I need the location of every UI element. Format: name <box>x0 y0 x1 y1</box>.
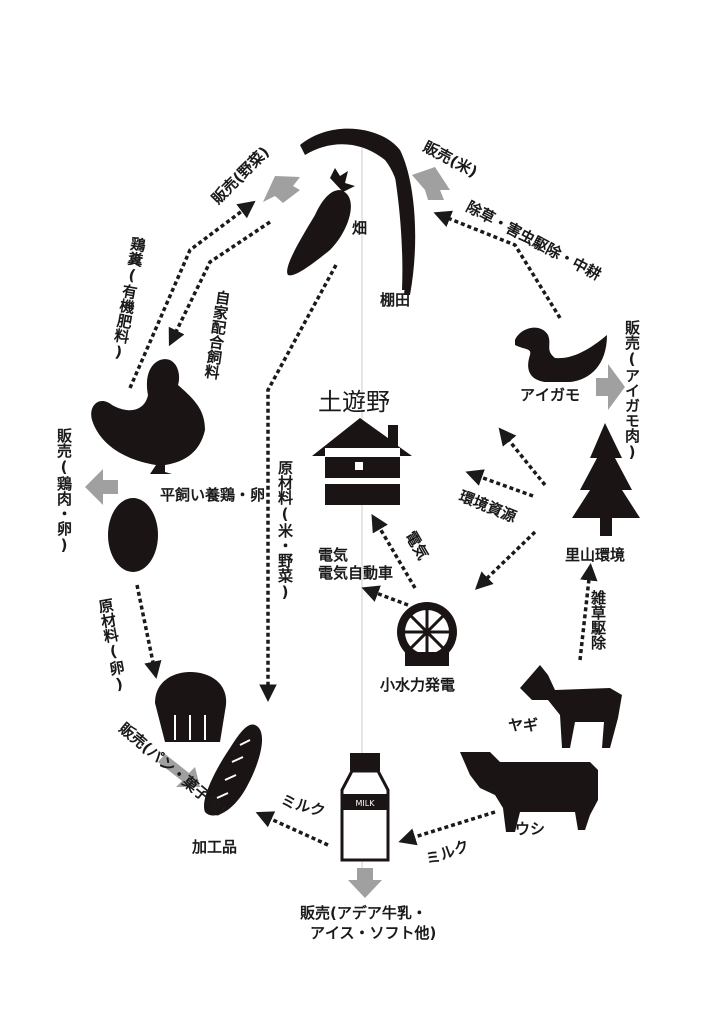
cow-icon <box>460 752 598 832</box>
label-cow: ウシ <box>515 820 545 838</box>
raw-egg-arrow <box>135 584 162 679</box>
milk-to-bottle-arrow <box>398 810 496 846</box>
tree-icon <box>572 423 640 536</box>
manure-arrow <box>128 200 256 389</box>
label-milk-to-bottle: ミルク <box>423 836 471 868</box>
label-hydro: 小水力発電 <box>380 676 455 694</box>
env-resource-arrow-1 <box>498 427 547 487</box>
sell-vegetables-arrow <box>263 176 300 203</box>
muffin-icon <box>155 672 227 742</box>
label-sell-milk-2: アイス・ソフト他) <box>310 924 436 942</box>
label-sell-chicken: 販売(鶏肉・卵) <box>55 427 73 554</box>
rice-leaf-icon <box>392 150 410 290</box>
milk-to-processed-arrow <box>255 811 329 847</box>
electricity-to-ev-arrow <box>361 585 409 607</box>
label-sell-duck: 販売(アイガモ肉) <box>623 319 641 461</box>
raw-rice-veg-arrow <box>259 264 338 702</box>
milk-bottle-icon: MILK <box>340 753 390 862</box>
label-sell-vegetables: 販売(野菜) <box>208 143 273 208</box>
sell-milk-arrow <box>348 868 382 898</box>
label-poultry-1: 平飼い養鶏・卵 <box>160 486 265 504</box>
label-terrace: 棚田 <box>380 291 410 309</box>
rice-stalk-icon <box>300 128 416 295</box>
label-manure: 鶏糞(有機肥料) <box>108 235 148 363</box>
goat-icon <box>520 665 622 748</box>
label-feed: 自家配合飼料 <box>202 288 233 382</box>
label-env-resource: 環境資源 <box>457 487 519 526</box>
electricity-to-house-arrow <box>371 513 417 589</box>
house-icon <box>312 418 412 505</box>
sell-bread-arrow <box>158 754 200 787</box>
label-sell-milk-1: 販売(アデア牛乳・ <box>300 904 427 922</box>
label-ev: 電気 <box>318 546 348 564</box>
milk-bottle-label: MILK <box>356 799 376 808</box>
carrot-icon <box>287 168 355 276</box>
baguette-icon <box>204 724 263 816</box>
water-wheel-icon <box>397 602 457 666</box>
duck-icon <box>515 327 607 382</box>
label-duck: アイガモ <box>520 386 580 404</box>
sell-chicken-arrow <box>85 469 118 505</box>
svg-text:自家配合飼料: 自家配合飼料 <box>202 288 233 382</box>
label-satoyama: 里山環境 <box>565 546 625 564</box>
label-milk-to-processed: ミルク <box>279 791 327 820</box>
weeding-arrow <box>578 563 598 661</box>
label-poultry: 平飼い養鶏・卵 <box>160 486 265 504</box>
label-ev-full: 電気自動車 <box>318 564 393 582</box>
label-electricity: 電気 <box>402 528 433 563</box>
label-goat: ヤギ <box>508 716 538 734</box>
label-raw-rice-veg: 原材料(米・野菜) <box>276 460 294 601</box>
label-processed: 加工品 <box>191 838 237 856</box>
sell-duck-arrow <box>596 364 625 410</box>
feed-arrow <box>168 220 271 347</box>
page-title: 土遊野 <box>318 388 390 416</box>
egg-icon <box>108 498 158 572</box>
duck-work-arrow <box>433 210 562 319</box>
env-resource-arrow-3 <box>474 530 537 590</box>
env-resource-arrow-2 <box>465 469 534 498</box>
chicken-icon <box>91 359 205 474</box>
label-field: 畑 <box>351 219 367 237</box>
label-weeding: 雑草駆除 <box>589 589 607 651</box>
label-duck-work: 除草・害虫駆除・中耕 <box>463 198 604 284</box>
sell-rice-arrow <box>412 167 450 200</box>
label-ev-line1: 電気 <box>318 546 348 564</box>
label-raw-egg: 原材料(卵) <box>95 597 129 695</box>
